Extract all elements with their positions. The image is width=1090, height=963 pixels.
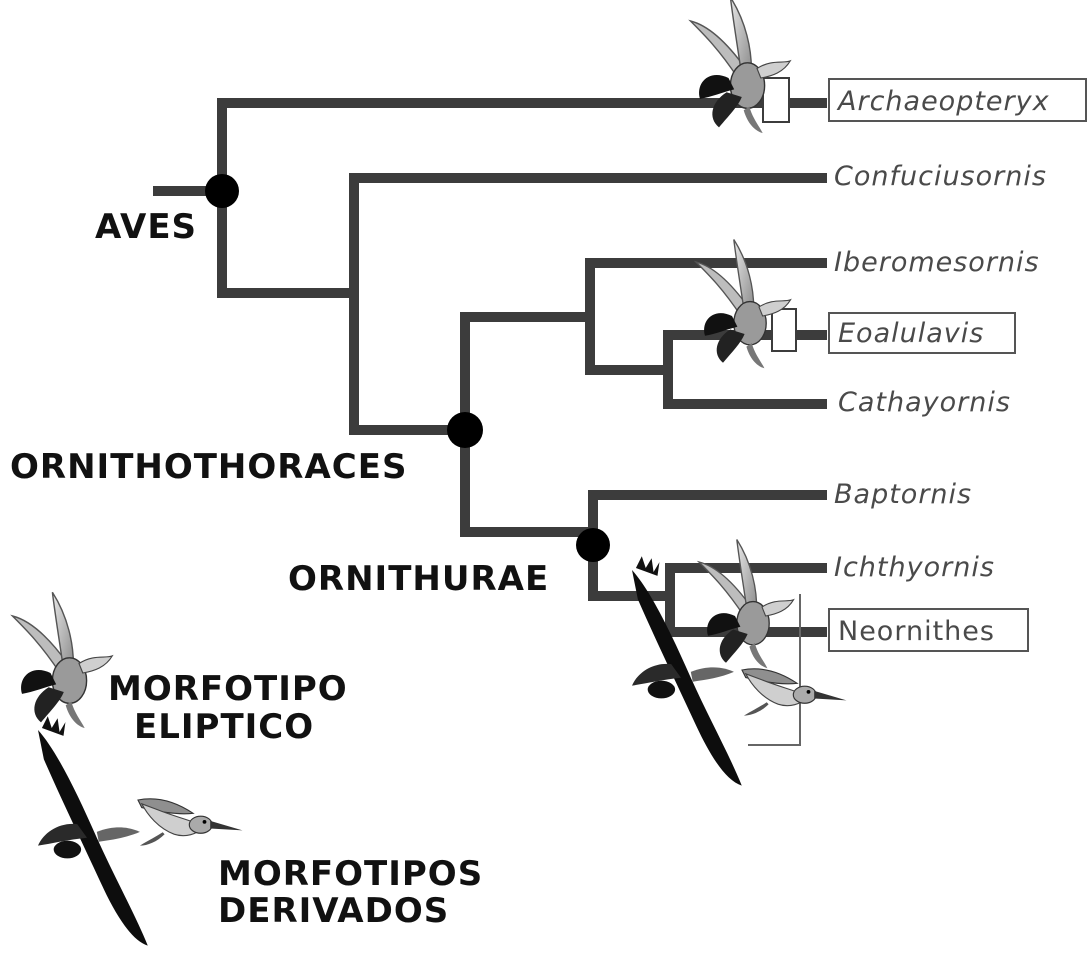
taxon-label-archaeopteryx: Archaeopteryx bbox=[836, 86, 1050, 117]
elliptic-wing-bird-icon bbox=[13, 592, 113, 728]
taxon-label-iberomesornis: Iberomesornis bbox=[834, 247, 1040, 278]
hummingbird-icon bbox=[742, 669, 847, 716]
morphotype-bracket-archaeopteryx bbox=[763, 78, 789, 122]
taxon-label-neornithes: Neornithes bbox=[838, 616, 995, 647]
taxon-label-confuciusornis: Confuciusornis bbox=[834, 161, 1047, 192]
legend-elliptic-line1: MORFOTIPO bbox=[108, 669, 348, 709]
hummingbird-icon bbox=[138, 799, 243, 846]
node-aves bbox=[205, 174, 239, 208]
taxon-label-ichthyornis: Ichthyornis bbox=[834, 552, 995, 583]
legend-derived-line2: DERIVADOS bbox=[218, 891, 449, 931]
legend-elliptic-line2: ELIPTICO bbox=[134, 707, 314, 747]
soaring-eagle-icon bbox=[38, 716, 148, 945]
taxon-label-cathayornis: Cathayornis bbox=[838, 387, 1011, 418]
clade-label-ornithurae: ORNITHURAE bbox=[288, 559, 549, 599]
tree-branches bbox=[158, 103, 822, 632]
legend-derived-line1: MORFOTIPOS bbox=[218, 854, 483, 894]
clade-label-ornithothoraces: ORNITHOTHORACES bbox=[10, 447, 407, 487]
node-ornithothoraces bbox=[447, 412, 483, 448]
elliptic-wing-bird-icon bbox=[699, 540, 794, 669]
clade-label-aves: AVES bbox=[95, 207, 197, 247]
node-ornithurae bbox=[576, 528, 610, 562]
taxon-label-baptornis: Baptornis bbox=[834, 479, 972, 510]
morphotype-bracket-eoalulavis bbox=[772, 309, 796, 351]
taxon-label-eoalulavis: Eoalulavis bbox=[838, 318, 984, 349]
